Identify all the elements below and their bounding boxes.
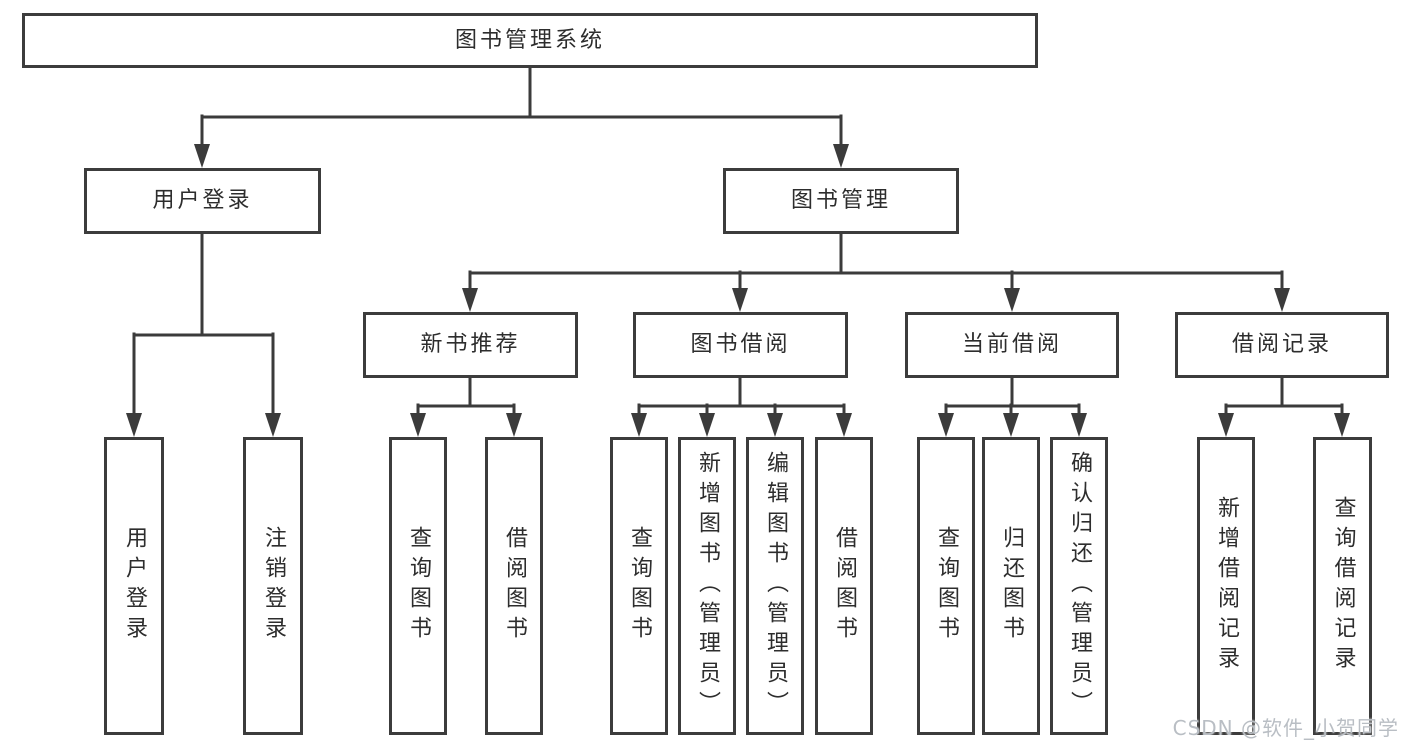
node-label: 图书借阅 — [690, 332, 791, 357]
node-label: 新增借阅记录 — [1214, 496, 1239, 676]
leaf-query-borrow-record: 查询借阅记录 — [1313, 437, 1372, 735]
node-label: 图书管理 — [790, 188, 891, 213]
csdn-watermark: CSDN @软件_小贺同学 — [1172, 716, 1399, 740]
connector-borrow-records-children — [1218, 376, 1350, 437]
node-label: 注销登录 — [261, 526, 286, 646]
leaf-edit-books-admin: 编辑图书（管理员） — [746, 437, 804, 735]
leaf-add-books-admin: 新增图书（管理员） — [678, 437, 736, 735]
node-label: 查询借阅记录 — [1330, 496, 1356, 676]
node-current-borrow: 当前借阅 — [905, 312, 1119, 378]
leaf-borrow-books-recommend: 借阅图书 — [485, 437, 543, 735]
node-label: 用户登录 — [152, 188, 253, 213]
leaf-user-login: 用户登录 — [104, 437, 164, 735]
connector-book-borrow-children — [631, 376, 852, 437]
node-label: 确认归还（管理员） — [1067, 451, 1092, 721]
node-label: 查询图书 — [627, 526, 652, 646]
connector-user-login-children — [126, 232, 281, 437]
node-label: 借阅记录 — [1231, 332, 1332, 357]
connector-root-to-level2 — [194, 67, 849, 168]
leaf-return-books: 归还图书 — [982, 437, 1040, 735]
node-label: 新书推荐 — [420, 332, 521, 357]
connector-new-book-recommend-children — [410, 376, 522, 437]
connector-book-management-children — [462, 232, 1290, 312]
leaf-query-books-borrow: 查询图书 — [610, 437, 668, 735]
connector-current-borrow-children — [938, 376, 1087, 437]
node-book-borrow: 图书借阅 — [633, 312, 848, 378]
node-label: 当前借阅 — [961, 332, 1062, 357]
node-label: 新增图书（管理员） — [695, 451, 720, 721]
leaf-logout: 注销登录 — [243, 437, 303, 735]
node-user-login: 用户登录 — [84, 168, 321, 234]
node-label: 用户登录 — [122, 526, 147, 646]
node-label: 编辑图书（管理员） — [763, 451, 788, 721]
node-label: 借阅图书 — [832, 526, 857, 646]
leaf-query-books-recommend: 查询图书 — [389, 437, 447, 735]
node-label: 查询图书 — [406, 526, 431, 646]
leaf-borrow-books: 借阅图书 — [815, 437, 873, 735]
leaf-query-books-current: 查询图书 — [917, 437, 975, 735]
node-new-book-recommend: 新书推荐 — [363, 312, 578, 378]
leaf-add-borrow-record: 新增借阅记录 — [1197, 437, 1255, 735]
node-book-management: 图书管理 — [723, 168, 959, 234]
leaf-confirm-return-admin: 确认归还（管理员） — [1050, 437, 1108, 735]
node-label: 查询图书 — [934, 526, 959, 646]
node-library-management-system: 图书管理系统 — [22, 13, 1038, 68]
node-label: 图书管理系统 — [454, 27, 605, 53]
node-label: 归还图书 — [999, 526, 1024, 646]
node-label: 借阅图书 — [502, 526, 527, 646]
node-borrow-records: 借阅记录 — [1175, 312, 1389, 378]
